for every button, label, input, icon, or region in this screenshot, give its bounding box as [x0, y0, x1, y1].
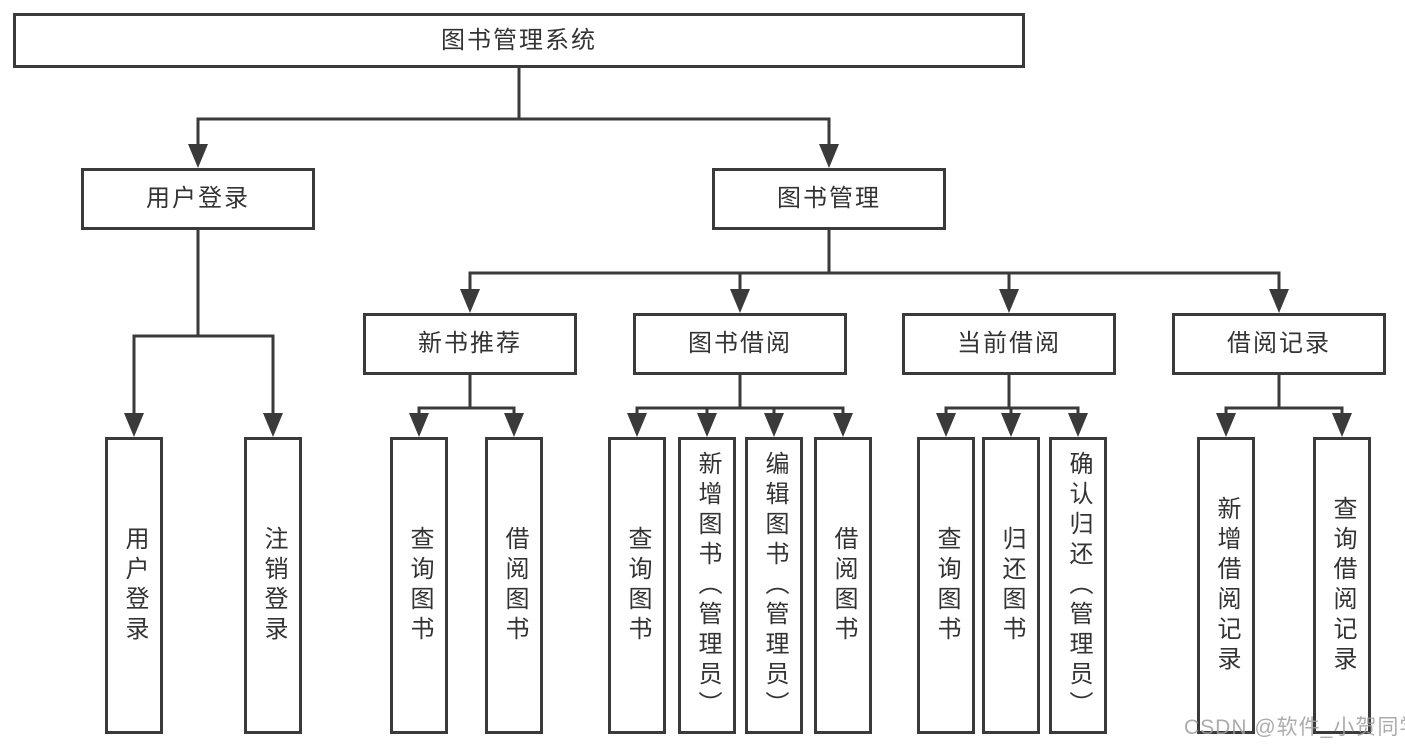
node-bb-edit: 编辑图书（管理员）: [745, 437, 803, 734]
node-book-borrow: 图书借阅: [633, 313, 847, 375]
node-nb-query: 查询图书: [390, 437, 448, 734]
node-borrow-records: 借阅记录: [1172, 313, 1386, 375]
node-bb-query: 查询图书: [608, 437, 666, 734]
node-bb-add: 新增图书（管理员）: [678, 437, 736, 734]
node-login-leaf: 用户登录: [105, 437, 163, 734]
node-root: 图书管理系统: [13, 13, 1025, 68]
node-bb-borrow: 借阅图书: [814, 437, 872, 734]
node-br-add: 新增借阅记录: [1197, 437, 1255, 734]
node-logout-leaf: 注销登录: [244, 437, 302, 734]
node-cb-return: 归还图书: [982, 437, 1040, 734]
node-current-borrow: 当前借阅: [902, 313, 1116, 375]
node-user-login: 用户登录: [81, 168, 315, 230]
node-cb-confirm: 确认归还（管理员）: [1049, 437, 1107, 734]
node-new-book-rec: 新书推荐: [363, 313, 577, 375]
node-br-query: 查询借阅记录: [1313, 437, 1371, 734]
node-cb-query: 查询图书: [917, 437, 975, 734]
node-nb-borrow: 借阅图书: [485, 437, 543, 734]
node-book-mgmt: 图书管理: [712, 168, 946, 230]
watermark: CSDN @软件_小贺同学: [1184, 716, 1405, 739]
